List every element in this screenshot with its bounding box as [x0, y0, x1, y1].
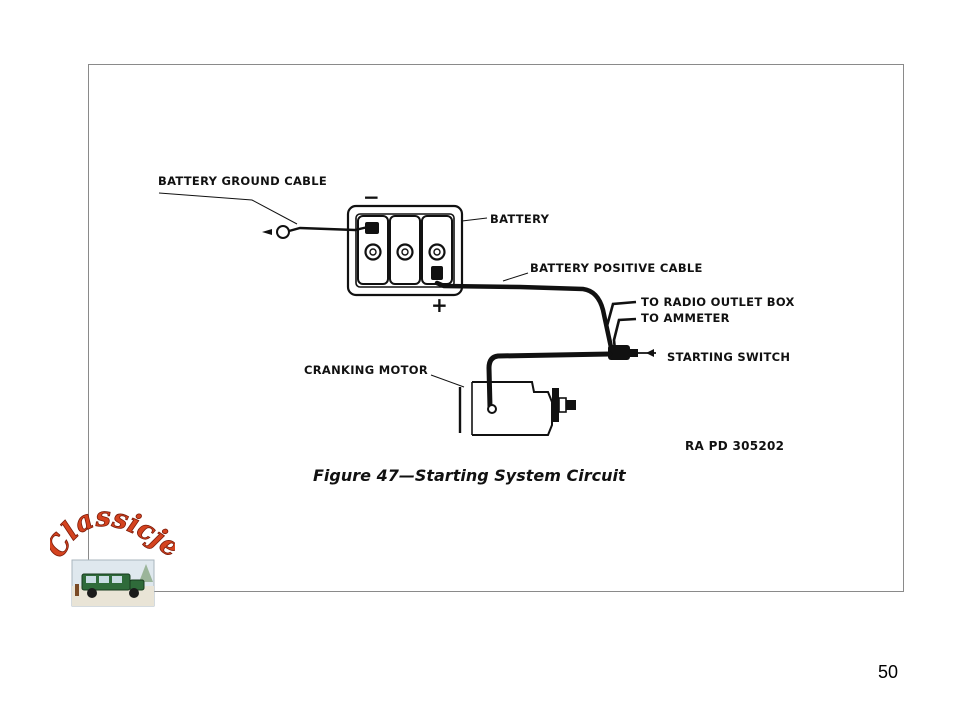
figure-caption: Figure 47—Starting System Circuit: [313, 466, 627, 485]
battery: [346, 204, 488, 297]
logo-text: Classicjeep: [50, 498, 175, 564]
jeep-icon: [75, 573, 145, 598]
classicjeep-logo: Classicjeep: [50, 498, 175, 607]
battery-ground-cable: [158, 192, 369, 239]
battery-label: BATTERY: [490, 212, 550, 226]
starting-switch: [608, 345, 656, 360]
to-radio-outlet-box-label: TO RADIO OUTLET BOX: [641, 295, 795, 309]
cranking-motor-cable: [486, 351, 613, 410]
positive-terminal-sign: +: [431, 293, 448, 317]
battery-positive-cable-label: BATTERY POSITIVE CABLE: [530, 261, 703, 275]
reference-code: RA PD 305202: [685, 439, 784, 453]
starting-switch-label: STARTING SWITCH: [667, 350, 790, 364]
negative-terminal-sign: −: [363, 185, 380, 209]
to-ammeter-label: TO AMMETER: [641, 311, 730, 325]
battery-positive-cable: [434, 272, 615, 355]
cranking-motor-label: CRANKING MOTOR: [304, 363, 428, 377]
cranking-motor: [430, 374, 576, 436]
figure-frame: [88, 64, 904, 592]
switch-leads: [605, 300, 637, 351]
page-number: 50: [878, 662, 899, 682]
battery-ground-cable-label: BATTERY GROUND CABLE: [158, 174, 327, 188]
